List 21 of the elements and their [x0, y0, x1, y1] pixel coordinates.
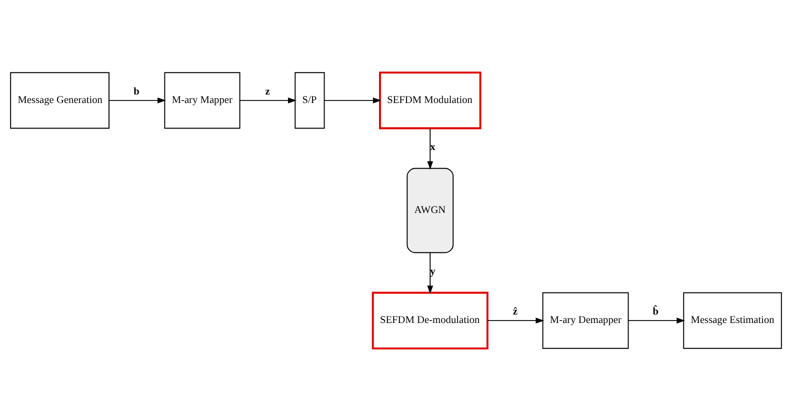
arrow — [427, 252, 434, 294]
node-box: S/P — [294, 72, 325, 128]
edge-label: x — [430, 142, 436, 153]
node-box: Message Generation — [10, 72, 110, 128]
node-box: SEFDM Modulation — [379, 71, 482, 129]
edge-label: b̂ — [652, 306, 658, 318]
node-box: M-ary Demapper — [542, 292, 629, 348]
edge-label: b — [134, 86, 140, 97]
arrow — [108, 96, 166, 103]
arrow — [239, 96, 296, 103]
arrow — [427, 128, 434, 170]
arrow — [628, 317, 686, 324]
edge-label: ẑ — [512, 306, 518, 318]
node-box: Message Estimation — [683, 292, 782, 348]
node-box: AWGN — [406, 167, 454, 253]
edge-label: z — [265, 86, 270, 97]
node-box: SEFDM De-modulation — [372, 291, 488, 349]
arrow — [324, 96, 382, 103]
arrow — [487, 317, 544, 324]
edge-label: y — [430, 266, 436, 277]
node-box: M-ary Mapper — [164, 72, 240, 128]
